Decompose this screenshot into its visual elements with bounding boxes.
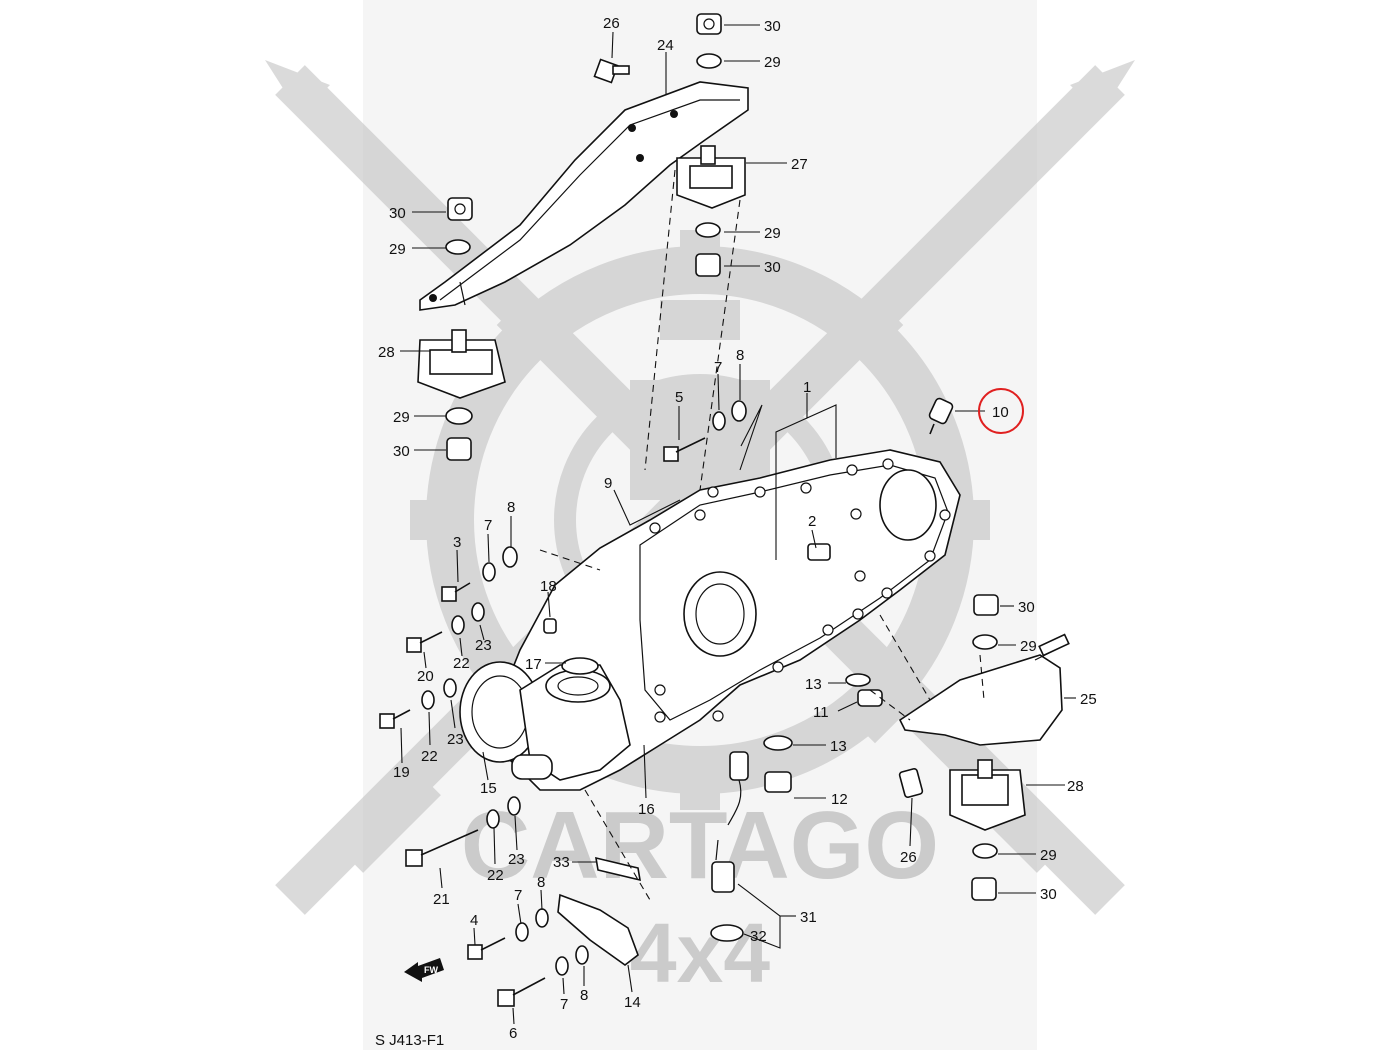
forward-direction-arrow: FW	[404, 958, 444, 982]
callout-label: 30	[1018, 599, 1035, 616]
callout-label: 15	[480, 780, 497, 797]
callout-label: 30	[389, 205, 406, 222]
callout-label: 22	[453, 655, 470, 672]
callout-label: 23	[475, 637, 492, 654]
callout-label: 8	[736, 347, 744, 364]
callout-label: 29	[1020, 638, 1037, 655]
watermark-sub: 4x4	[630, 906, 770, 1000]
callout-label: 28	[1067, 778, 1084, 795]
callout-label: 21	[433, 891, 450, 908]
rubber-mount-left	[417, 329, 506, 399]
callout-label: 22	[421, 748, 438, 765]
callout-label: 10	[992, 404, 1009, 421]
callout-label: 13	[805, 676, 822, 693]
callout-label: 7	[560, 996, 568, 1013]
callout-label: 8	[537, 874, 545, 891]
callout-label: 32	[750, 928, 767, 945]
rubber-mount-right	[949, 759, 1026, 831]
callout-label: 23	[508, 851, 525, 868]
callout-label: 14	[624, 994, 641, 1011]
callout-label: 30	[393, 443, 410, 460]
callout-label: 19	[393, 764, 410, 781]
callout-label: 29	[389, 241, 406, 258]
callout-label: 31	[800, 909, 817, 926]
callout-label: 7	[484, 517, 492, 534]
callout-label: 24	[657, 37, 674, 54]
callout-label: 8	[580, 987, 588, 1004]
callout-label: 4	[470, 912, 478, 929]
callout-label: 11	[813, 704, 829, 721]
callout-label: 20	[417, 668, 434, 685]
highlight-circle	[978, 388, 1024, 434]
callout-label: 26	[900, 849, 917, 866]
leader-lines	[400, 24, 1076, 1025]
callout-label: 9	[604, 475, 612, 492]
callout-label: 5	[675, 389, 683, 406]
callout-label: 7	[514, 887, 522, 904]
callout-label: 26	[603, 15, 620, 32]
upper-crossmember-bracket	[419, 81, 749, 311]
callout-label: 17	[525, 656, 542, 673]
callout-label: 29	[764, 225, 781, 242]
callout-label: 27	[791, 156, 808, 173]
fasteners	[379, 13, 999, 1007]
callout-label: 29	[764, 54, 781, 71]
drawing-code: S J413-F1	[375, 1032, 444, 1049]
watermark-brand: CARTAGO	[461, 792, 939, 899]
callout-label: 7	[714, 359, 722, 376]
callout-label: 1	[803, 379, 811, 396]
callout-labels: 26 24 30 29 27 30 29 29 30 28 29 30 5 7 …	[378, 15, 1097, 1042]
callout-label: 29	[1040, 847, 1057, 864]
callout-label: 12	[831, 791, 848, 808]
callout-label: 8	[507, 499, 515, 516]
callout-label: 22	[487, 867, 504, 884]
rubber-mount-upper	[676, 145, 746, 209]
callout-label: 6	[509, 1025, 517, 1042]
callout-label: 30	[1040, 886, 1057, 903]
callout-label: 25	[1080, 691, 1097, 708]
callout-label: 18	[540, 578, 557, 595]
callout-label: 23	[447, 731, 464, 748]
callout-label: 29	[393, 409, 410, 426]
skid-plate	[898, 633, 1070, 746]
callout-label: 30	[764, 259, 781, 276]
callout-label: 28	[378, 344, 395, 361]
callout-label: 30	[764, 18, 781, 35]
callout-label: 3	[453, 534, 461, 551]
callout-label: 16	[638, 801, 655, 818]
front-output-housing	[459, 657, 631, 781]
callout-label: 13	[830, 738, 847, 755]
callout-label: 2	[808, 513, 816, 530]
direction-mark: FW	[424, 965, 438, 975]
callout-label: 33	[553, 854, 570, 871]
